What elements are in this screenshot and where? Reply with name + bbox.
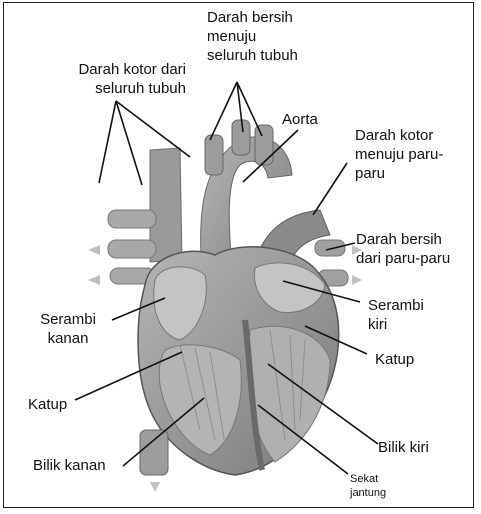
- label-left-ventricle: Bilik kiri: [378, 438, 429, 457]
- label-line: Serambi: [368, 296, 424, 315]
- label-clean-blood-to-body: Darah bersih menuju seluruh tubuh: [207, 8, 327, 65]
- label-line: Aorta: [282, 110, 318, 129]
- label-line: Sekat: [350, 472, 386, 486]
- label-line: Katup: [375, 350, 414, 369]
- label-line: Darah bersih: [356, 230, 450, 249]
- label-right-atrium: Serambi kanan: [26, 310, 110, 348]
- label-valve-right: Katup: [28, 395, 67, 414]
- label-clean-blood-from-lungs: Darah bersih dari paru-paru: [356, 230, 450, 268]
- label-line: dari paru-paru: [356, 249, 450, 268]
- label-line: menuju: [207, 27, 327, 46]
- label-left-atrium: Serambi kiri: [368, 296, 424, 334]
- label-line: kiri: [368, 315, 424, 334]
- right-pulmonary-vein-lower: [108, 240, 156, 258]
- inferior-vena-cava: [140, 430, 168, 475]
- left-subclavian-artery: [255, 125, 273, 165]
- label-line: seluruh tubuh: [36, 79, 186, 98]
- label-line: Katup: [28, 395, 67, 414]
- brachiocephalic-artery: [205, 135, 223, 175]
- label-line: Darah bersih: [207, 8, 327, 27]
- label-line: Bilik kanan: [33, 456, 106, 475]
- label-line: jantung: [350, 486, 386, 500]
- label-dirty-blood-from-body: Darah kotor dari seluruh tubuh: [36, 60, 186, 98]
- label-valve-left: Katup: [375, 350, 414, 369]
- label-line: Serambi: [26, 310, 110, 329]
- label-line: kanan: [26, 329, 110, 348]
- label-line: Bilik kiri: [378, 438, 429, 457]
- left-carotid-artery: [232, 120, 250, 155]
- label-line: Darah kotor dari: [36, 60, 186, 79]
- left-pulmonary-vein-upper: [315, 240, 345, 256]
- label-dirty-blood-to-lungs: Darah kotor menuju paru- paru: [355, 126, 443, 183]
- label-aorta: Aorta: [282, 110, 318, 129]
- label-septum: Sekat jantung: [350, 472, 386, 500]
- label-line: seluruh tubuh: [207, 46, 327, 65]
- label-right-ventricle: Bilik kanan: [33, 456, 106, 475]
- label-line: menuju paru-: [355, 145, 443, 164]
- right-pulmonary-vein-upper: [108, 210, 156, 228]
- label-line: Darah kotor: [355, 126, 443, 145]
- label-line: paru: [355, 164, 443, 183]
